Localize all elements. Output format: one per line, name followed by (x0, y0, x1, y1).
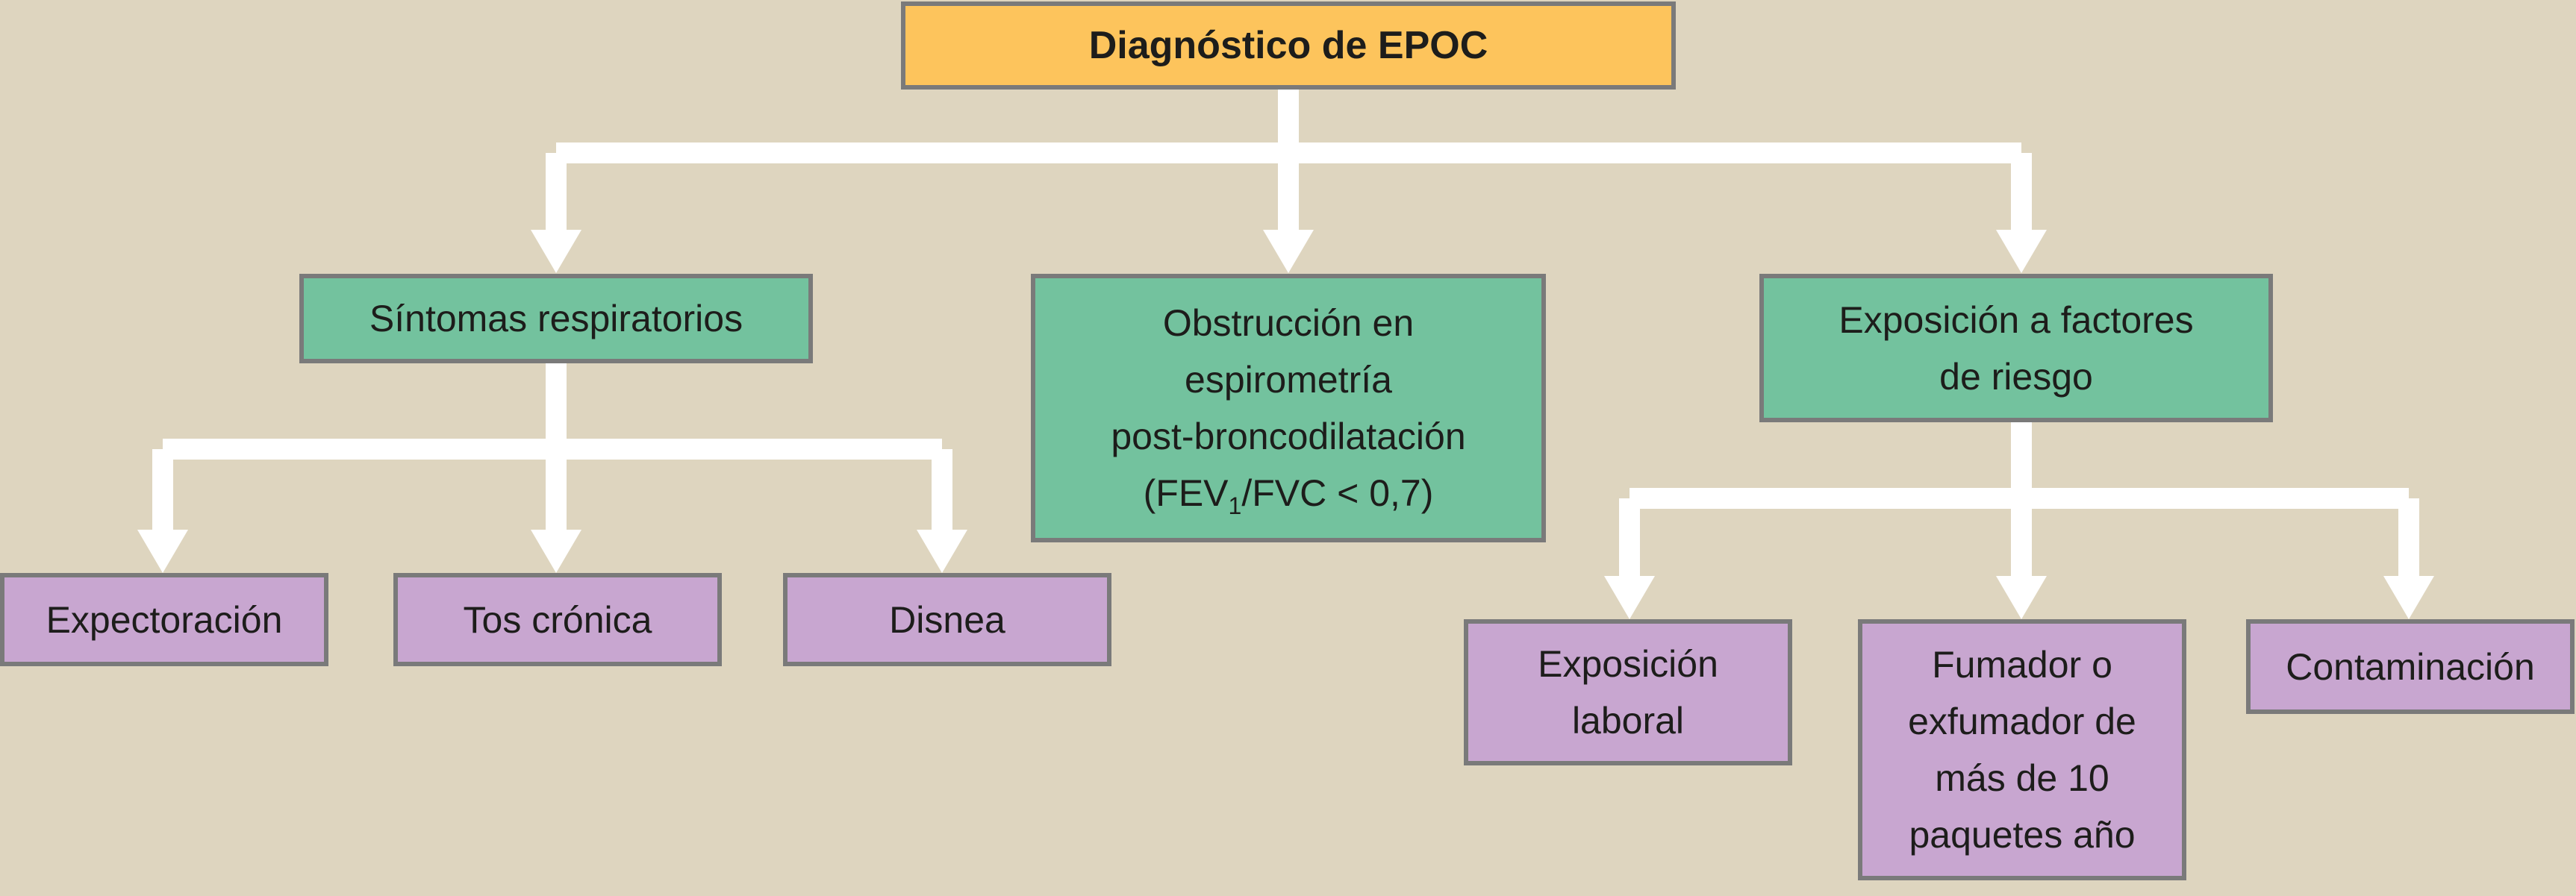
fev-subscript: 1 (1228, 492, 1242, 519)
arrowhead-symptoms (531, 230, 581, 273)
arrowhead-spirometry (1263, 230, 1314, 273)
root-node-label: Diagnóstico de EPOC (1088, 24, 1488, 67)
node-risk-exposure-label: Exposición a factores de riesgo (1839, 298, 2194, 398)
node-spirometry-obstruction-label: Obstrucción en espirometría post-broncod… (1111, 302, 1466, 519)
node-risk-exposure: Exposición a factores de riesgo (1759, 274, 2273, 422)
node-pollution-label: Contaminación (2286, 645, 2535, 688)
arrowhead-occupational (1604, 576, 1655, 619)
node-sputum-label: Expectoración (46, 598, 283, 641)
root-node-copd-diagnosis: Diagnóstico de EPOC (901, 1, 1676, 90)
node-respiratory-symptoms: Síntomas respiratorios (299, 274, 813, 363)
node-respiratory-symptoms-label: Síntomas respiratorios (369, 298, 743, 339)
node-smoker-label: Fumador o exfumador de más de 10 paquete… (1908, 644, 2136, 856)
node-occupational-exposure: Exposición laboral (1464, 619, 1792, 765)
arrowhead-risk (1996, 230, 2047, 273)
node-chronic-cough: Tos crónica (393, 573, 722, 666)
node-sputum: Expectoración (0, 573, 328, 666)
node-occupational-exposure-label: Exposición laboral (1538, 643, 1718, 742)
node-smoker: Fumador o exfumador de más de 10 paquete… (1858, 619, 2186, 880)
node-pollution: Contaminación (2246, 619, 2575, 714)
arrowhead-pollution (2383, 576, 2434, 619)
node-chronic-cough-label: Tos crónica (463, 598, 652, 641)
arrowhead-sputum (137, 530, 188, 573)
node-dyspnea: Disnea (783, 573, 1111, 666)
arrowhead-cough (531, 530, 581, 573)
node-dyspnea-label: Disnea (889, 598, 1005, 641)
arrowhead-smoker (1996, 576, 2047, 619)
node-spirometry-obstruction: Obstrucción en espirometría post-broncod… (1031, 274, 1546, 542)
arrowhead-dyspnea (917, 530, 967, 573)
